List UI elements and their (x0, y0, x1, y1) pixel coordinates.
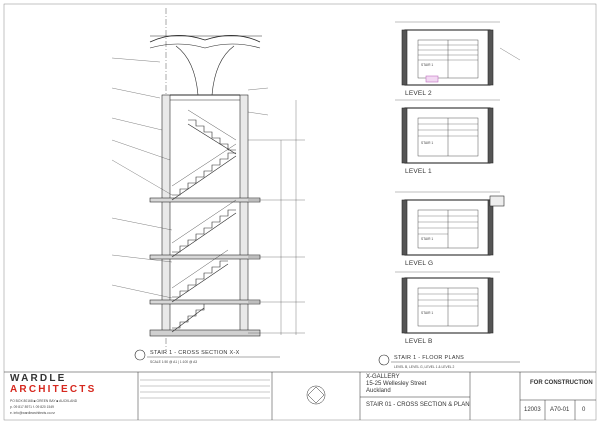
stair-label-lg: STAIR 1 (421, 237, 434, 241)
stair-label-l1: STAIR 1 (421, 141, 434, 145)
project-address-line1: 15-25 Wellesley Street (366, 381, 427, 387)
firm-name-line1: WARDLE (10, 373, 67, 384)
project-name: X-GALLERY (366, 374, 400, 380)
firm-phone: p. 09 817 8971 f. 09 820 1549 (10, 405, 54, 409)
firm-email: e. info@wardlearchitects.co.nz (10, 411, 55, 415)
project-address-line2: Auckland (366, 388, 391, 394)
plans-caption: STAIR 1 - FLOOR PLANS (394, 355, 465, 361)
plans-subcaption: LEVEL B, LEVEL G, LEVEL 1 & LEVEL 2 (394, 365, 455, 369)
level-1-label: LEVEL 1 (405, 168, 432, 175)
stair-label-l2: STAIR 1 (421, 63, 434, 67)
level-b-label: LEVEL B (405, 338, 433, 345)
drawing-title: STAIR 01 - CROSS SECTION & PLAN (366, 402, 470, 408)
level-g-label: LEVEL G (405, 260, 434, 267)
revision-number: 0 (582, 407, 586, 413)
job-number: 12003 (524, 407, 541, 413)
status-label: FOR CONSTRUCTION (530, 380, 593, 386)
firm-address: PO BOX 80168 ■ GREEN BAY ■ AUCKLAND (10, 399, 78, 403)
title-block-frame (4, 371, 596, 420)
stair-label-lb: STAIR 1 (421, 311, 434, 315)
floor-plans-view (378, 21, 521, 366)
firm-name-line2: ARCHITECTS (10, 384, 97, 395)
section-caption: STAIR 1 - CROSS SECTION X-X (150, 350, 240, 356)
sheet-number: A70-01 (550, 407, 570, 413)
level-2-label: LEVEL 2 (405, 90, 432, 97)
cross-section-view (111, 8, 305, 361)
section-scale: SCALE 1:50 @ A1 | 1:100 @ A3 (150, 360, 198, 364)
